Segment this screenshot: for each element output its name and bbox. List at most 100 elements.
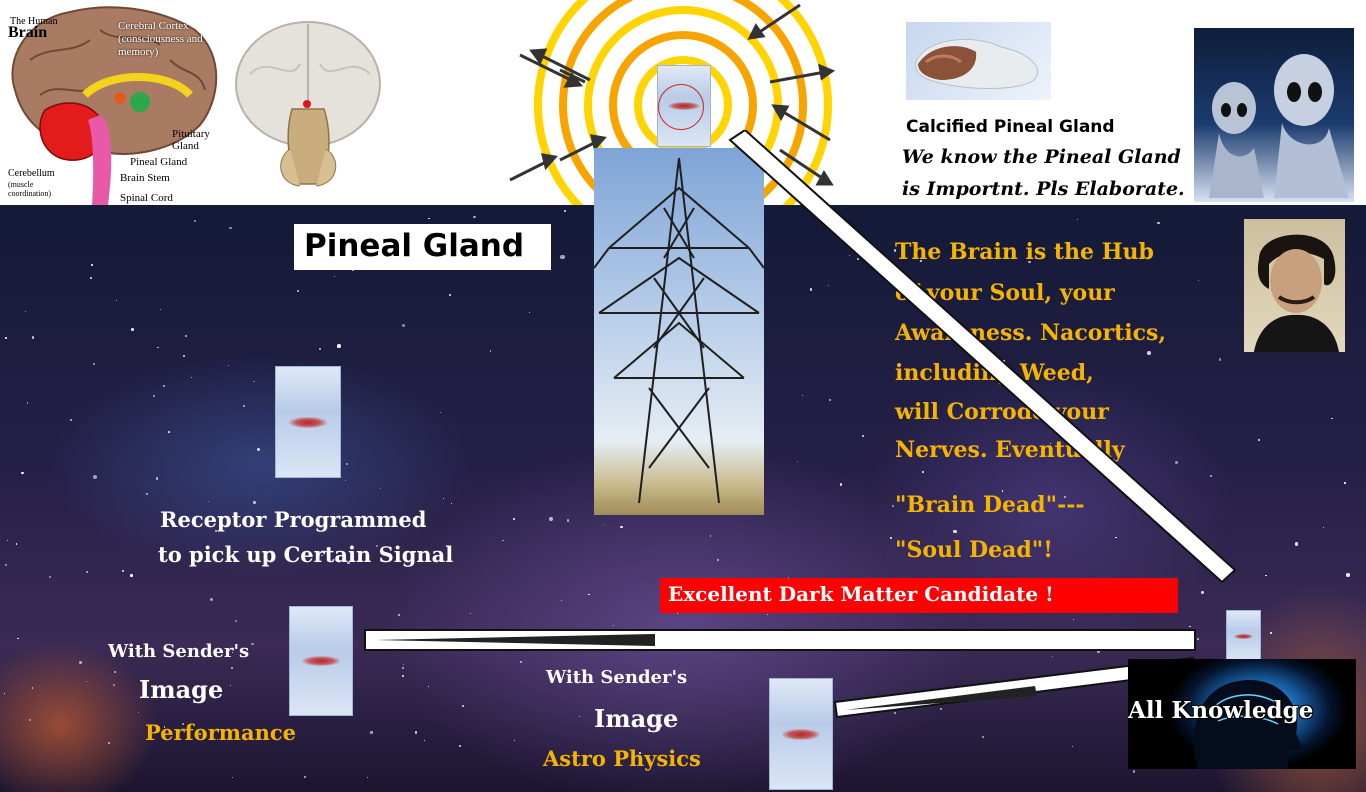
star [163,726,166,729]
star [1294,542,1299,546]
star [1051,655,1053,657]
star [229,226,232,229]
brain-title-small: The Human [10,16,58,27]
star [92,363,95,365]
pineal-label: Pineal Gland [130,156,188,168]
portrait-svg [1254,234,1339,352]
star [894,711,896,714]
star [1209,474,1212,477]
star [227,364,229,367]
sender-left-line-3: Performance [145,720,296,745]
star [1132,770,1136,773]
star [31,687,34,689]
calcified-pineal-photo [906,22,1051,100]
all-knowledge-image: All Knowledge [1128,659,1356,769]
sender-mid-line-2: Image [594,704,679,733]
star [85,570,88,573]
pineal-gland-title-box: Pineal Gland [294,224,551,270]
pineal-gland-title: Pineal Gland [304,228,525,264]
star [659,724,662,727]
star [93,474,98,480]
brain-diagram: The Human Brain Cerebral Cortex (conscio… [0,0,225,205]
star [1344,482,1346,484]
star [529,311,531,313]
sender-gland-left [289,606,353,716]
brain-hub-line-1: The Brain is the Hub [895,239,1154,265]
star [428,217,431,220]
star [199,732,202,735]
star [848,255,850,257]
star [251,642,254,645]
brain-diagram-svg [11,6,218,205]
star [253,500,256,504]
dark-matter-text: Excellent Dark Matter Candidate ! [668,582,1054,606]
star [828,398,831,401]
star [242,404,245,407]
star [370,731,373,734]
star [512,518,515,520]
star [451,502,453,505]
star [1002,359,1005,362]
calcified-title: Calcified Pineal Gland [906,117,1115,137]
star [1189,625,1191,628]
star [29,719,32,722]
receptor-gland-image [275,366,341,478]
brain-stem-label: Brain Stem [120,172,170,184]
tower-svg [593,157,765,504]
aliens-image [1194,28,1354,202]
star [17,637,19,640]
star [894,249,897,252]
spinal-cord-label: Spinal Cord [120,192,173,204]
star [828,284,830,286]
star [4,693,6,695]
star [157,346,159,349]
star [1028,260,1031,263]
star [86,680,88,682]
star [401,674,404,677]
star [578,715,581,718]
aliens-svg [1209,54,1349,198]
star [231,666,234,669]
star [183,355,186,358]
signal-beam-diagonal-svg [728,128,1237,584]
star [489,350,492,352]
star [892,505,894,507]
star [31,336,35,339]
signal-beam-horizontal [355,620,1205,730]
star [982,736,985,739]
calcified-pineal-svg [915,38,1039,89]
star [145,492,148,496]
star [1346,573,1350,577]
star [442,497,444,500]
star [296,290,299,293]
star [303,776,306,779]
star [208,500,210,503]
star [920,260,923,263]
star [193,220,196,223]
star [560,599,562,601]
star [216,738,219,741]
cerebellum-note: (muscle coordination) [8,180,52,198]
star [234,619,237,622]
star [159,308,162,311]
star [21,471,24,475]
star [801,395,803,397]
star [115,299,118,302]
star [131,328,134,331]
star [1157,221,1160,224]
star [397,613,400,616]
star [787,577,789,579]
calcified-line-1: We know the Pineal Gland [902,146,1181,168]
star [861,434,864,437]
star [766,614,768,616]
cortex-label: Cerebral Cortex (consciousness and memor… [118,20,203,58]
star [402,663,404,665]
star [473,215,476,218]
star [209,597,214,602]
all-knowledge-svg [1193,679,1303,769]
star [1001,490,1003,492]
star [716,558,719,561]
star [1147,351,1151,355]
star [427,685,430,688]
all-knowledge-text: All Knowledge [1128,697,1314,724]
